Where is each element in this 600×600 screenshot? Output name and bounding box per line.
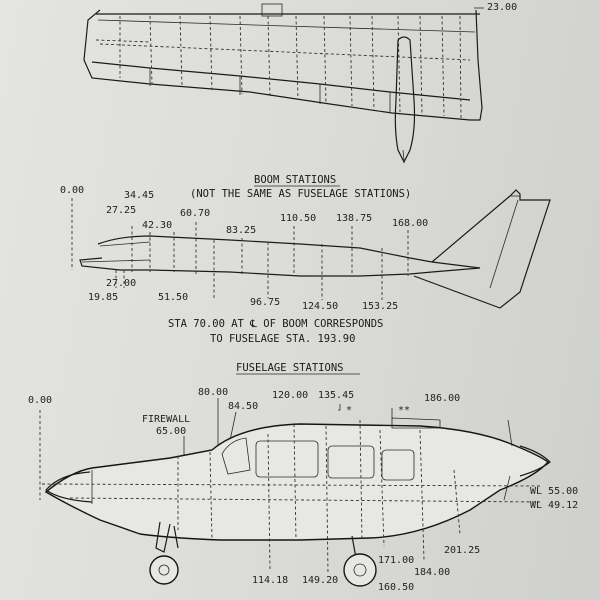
- boom-title: BOOM STATIONS: [254, 174, 336, 186]
- nose-gear: [149, 521, 179, 585]
- wing-ribs: [95, 15, 471, 119]
- fuselage-station-label: 184.00: [414, 567, 450, 578]
- fuselage-station-label: 149.20: [302, 575, 338, 586]
- fuselage-station-label: 186.00: [424, 393, 460, 404]
- boom-station-label: 34.45: [124, 190, 154, 201]
- boom-station-label: 60.70: [180, 208, 210, 219]
- waterline-label: WL 55.00: [530, 486, 578, 497]
- fuselage-station-label: 120.00: [272, 390, 308, 401]
- boom-section: BOOM STATIONS (NOT THE SAME AS FUSELAGE …: [60, 174, 551, 345]
- fuselage-station-label: 201.25: [444, 545, 480, 556]
- asterisk-marker: *: [346, 405, 352, 416]
- boom-note-line-2: TO FUSELAGE STA. 193.90: [210, 333, 355, 345]
- boom-station-label: 27.25: [106, 205, 136, 216]
- main-gear: [343, 535, 377, 587]
- boom-station-label: 27.00: [106, 278, 136, 289]
- wing-planform: 23.00: [83, 2, 517, 164]
- fuselage-station-label: 114.18: [252, 575, 288, 586]
- boom-station-label: 83.25: [226, 225, 256, 236]
- fuselage-station-label: 84.50: [228, 401, 258, 412]
- fuselage-station-label: 171.00: [378, 555, 414, 566]
- asterisk-marker: **: [398, 405, 410, 416]
- wing-station-label: 23.00: [487, 2, 517, 13]
- fuselage-station-label: 0.00: [28, 395, 52, 406]
- waterline-label: WL 49.12: [530, 500, 578, 511]
- fuselage-station-label: 135.45: [318, 390, 354, 401]
- boom-station-label: 124.50: [302, 301, 338, 312]
- boom-station-label: 19.85: [88, 292, 118, 303]
- boom-station-label: 51.50: [158, 292, 188, 303]
- fuselage-title: FUSELAGE STATIONS: [236, 362, 343, 374]
- boom-note-line-1: STA 70.00 AT ℄ OF BOOM CORRESPONDS: [168, 318, 383, 330]
- fuselage-station-label: 65.00: [156, 426, 186, 437]
- fuselage-station-label: 80.00: [198, 387, 228, 398]
- boom-station-label: 153.25: [362, 301, 398, 312]
- fuselage-station-label: 160.50: [378, 582, 414, 593]
- firewall-label: FIREWALL: [142, 414, 190, 425]
- boom-station-label: 110.50: [280, 213, 316, 224]
- fuselage-section: FUSELAGE STATIONS 0.00 80.00 84.50 FIREW…: [28, 362, 578, 593]
- boom-station-label: 168.00: [392, 218, 428, 229]
- boom-station-label: 0.00: [60, 185, 84, 196]
- boom-station-label: 96.75: [250, 297, 280, 308]
- boom-subtitle: (NOT THE SAME AS FUSELAGE STATIONS): [190, 188, 411, 200]
- boom-station-label: 138.75: [336, 213, 372, 224]
- boom-station-label: 42.30: [142, 220, 172, 231]
